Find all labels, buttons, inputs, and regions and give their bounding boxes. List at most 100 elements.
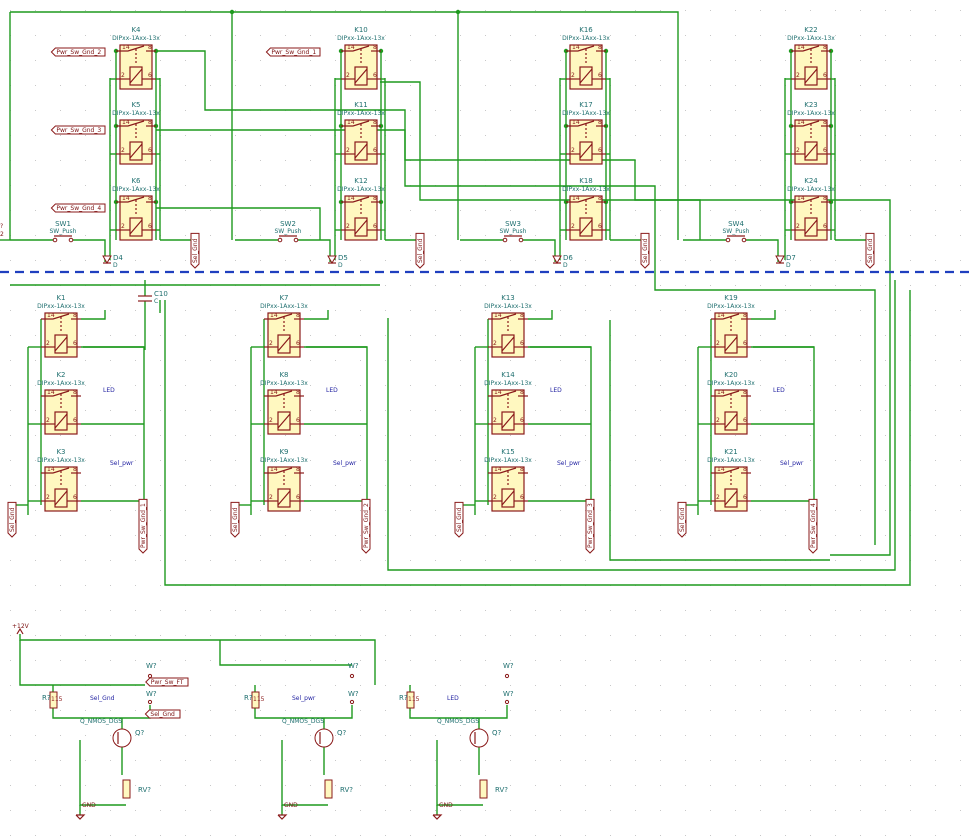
net-label: LED [447,695,459,702]
grid-dot [585,810,586,811]
grid-dot [10,760,11,761]
grid-dot [485,210,486,211]
grid-dot [385,785,386,786]
transistor-ref: Q? [492,729,502,737]
grid-dot [885,560,886,561]
relay-value: DIPxx-1Axx-13x [787,110,835,117]
grid-dot [235,335,236,336]
grid-dot [260,435,261,436]
grid-dot [360,685,361,686]
grid-dot [660,85,661,86]
grid-dot [860,335,861,336]
grid-dot [35,835,36,836]
grid-dot [635,610,636,611]
grid-dot [385,260,386,261]
relay-value: DIPxx-1Axx-13x [260,457,308,464]
grid-dot [510,685,511,686]
grid-dot [210,485,211,486]
grid-dot [335,435,336,436]
switch-contact [711,313,740,320]
resistor [49,691,58,709]
grid-dot [435,310,436,311]
relay-value: DIPxx-1Axx-13x [37,457,85,464]
grid-dot [660,135,661,136]
grid-dot [435,60,436,61]
grid-dot [460,560,461,561]
wire [19,634,376,685]
edge-label-2: 2 [0,231,4,238]
grid-dot [10,485,11,486]
grid-dot [10,260,11,261]
grid-dot [835,785,836,786]
grid-dot [610,635,611,636]
grid-dot [235,85,236,86]
grid-dot [235,360,236,361]
grid-dot [35,760,36,761]
wire [744,239,779,262]
grid-dot [885,660,886,661]
coil-diag [277,336,291,352]
grid-dot [160,335,161,336]
grid-dot [710,160,711,161]
grid-dot [685,135,686,136]
grid-dot [535,685,536,686]
grid-dot [960,535,961,536]
grid-dot [85,760,86,761]
grid-dot [510,85,511,86]
grid-dot [10,685,11,686]
grid-dot [35,85,36,86]
grid-dot [60,10,61,11]
grid-dot [385,360,386,361]
grid-dot [260,385,261,386]
grid-dot [885,110,886,111]
grid-dot [560,835,561,836]
grid-dot [810,835,811,836]
grid-dot [485,460,486,461]
grid-dot [885,460,886,461]
grid-dot [910,285,911,286]
grid-dot [210,335,211,336]
grid-dot [560,260,561,261]
grid-dot [960,410,961,411]
grid-dot [410,810,411,811]
grid-dot [260,10,261,11]
grid-dot [760,835,761,836]
grid-dot [10,560,11,561]
grid-dot [585,610,586,611]
grid-dot [485,535,486,536]
grid-dot [110,610,111,611]
grid-dot [435,835,436,836]
grid-dot [360,185,361,186]
grid-dot [835,10,836,11]
coil-diag [804,68,818,84]
coil-diag [277,413,291,429]
global-label-vertical: Sel_Gnd [7,501,17,538]
grid-dot [485,810,486,811]
grid-dot [310,85,311,86]
label-flag [144,709,181,719]
relay-value: DIPxx-1Axx-13x [707,457,755,464]
grid-dot [185,735,186,736]
pin-number: 8 [743,389,747,396]
grid-dot [410,235,411,236]
grid-dot [110,510,111,511]
grid-dot [285,610,286,611]
grid-dot [735,160,736,161]
relay-value: DIPxx-1Axx-13x [484,380,532,387]
diode-ref: D5 [338,254,348,262]
grid-dot [35,585,36,586]
grid-dot [760,510,761,511]
grid-dot [860,10,861,11]
grid-dot [185,360,186,361]
pin-number: 14 [47,389,55,396]
grid-dot [760,185,761,186]
grid-dot [585,385,586,386]
grid-dot [760,35,761,36]
grid-dot [485,485,486,486]
potentiometer-ref: RV? [495,786,508,794]
grid-dot [460,385,461,386]
label-flag [677,501,687,538]
